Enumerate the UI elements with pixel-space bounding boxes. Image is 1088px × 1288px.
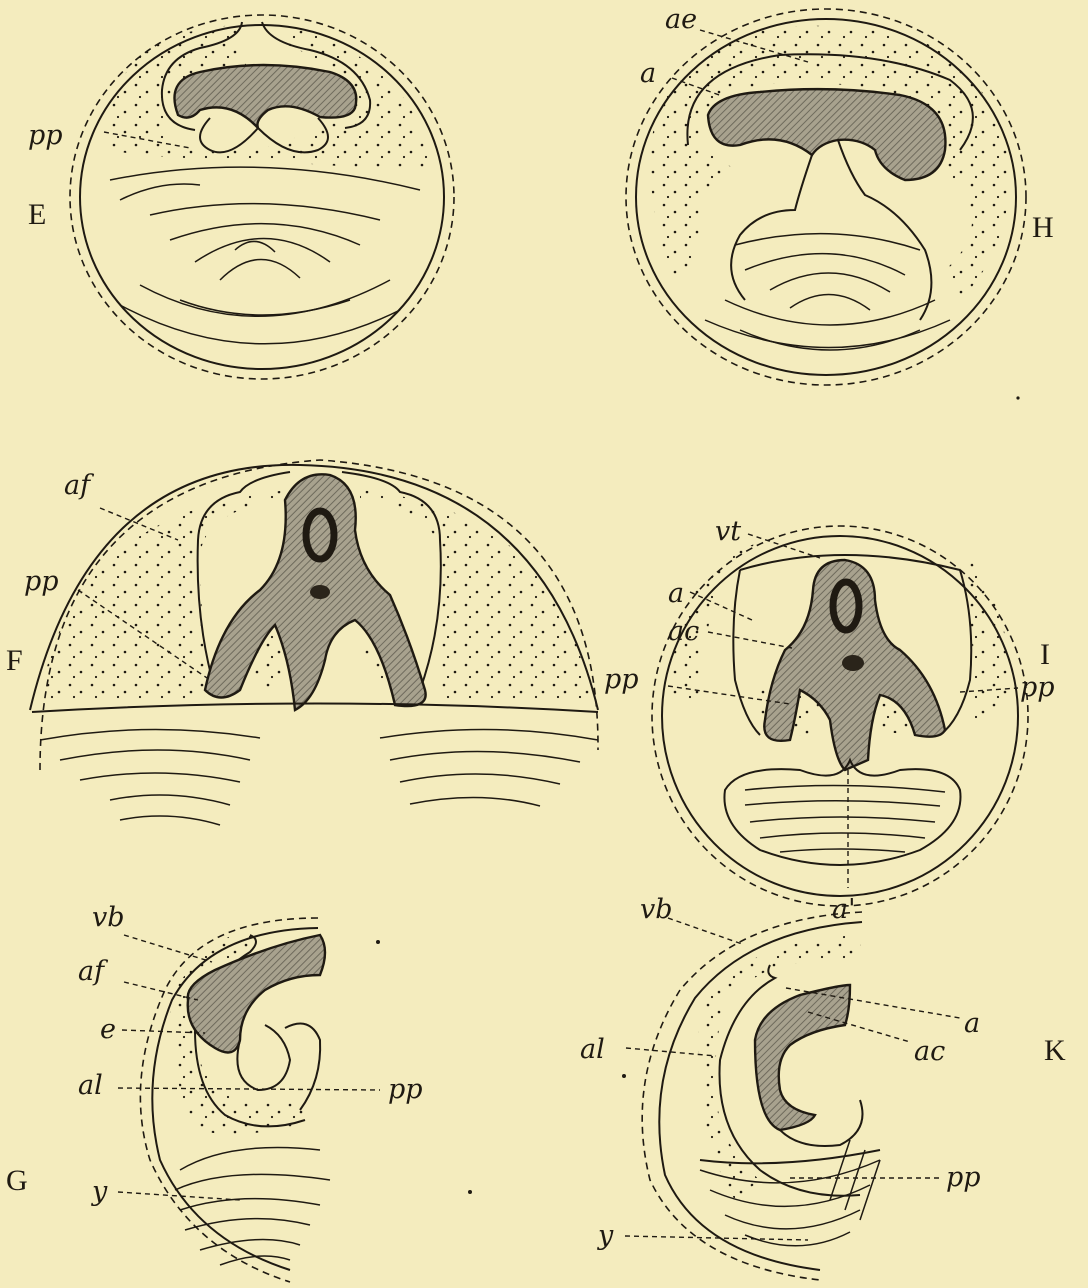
label-a: a (668, 578, 684, 609)
label-af: af (64, 470, 94, 501)
figure-h: ae a H (626, 4, 1054, 385)
speck (376, 940, 380, 944)
figure-letter-i: I (1040, 638, 1050, 671)
label-af: af (78, 956, 108, 987)
figure-k: vb a ac al pp y K (580, 894, 1066, 1280)
label-a: a (640, 58, 656, 89)
label-y: y (597, 1220, 614, 1251)
label-al: al (78, 1070, 103, 1101)
figure-letter-h: H (1032, 211, 1054, 244)
figure-letter-g: G (6, 1164, 28, 1197)
figure-letter-e: E (28, 198, 46, 231)
label-pp: pp (28, 120, 63, 151)
figure-f: af pp F (6, 460, 598, 825)
figure-e: pp E (28, 15, 454, 379)
label-a-prime: a' (832, 894, 856, 925)
label-pp-left: pp (604, 664, 639, 695)
label-al: al (580, 1034, 605, 1065)
label-y: y (91, 1176, 108, 1207)
speck (468, 1190, 472, 1194)
label-ae: ae (665, 4, 697, 35)
figure-letter-f: F (6, 644, 23, 677)
label-pp: pp (946, 1162, 981, 1193)
speck (622, 1074, 626, 1078)
figure-g: vb af e al pp y G (6, 902, 423, 1282)
label-a: a (964, 1008, 980, 1039)
label-ac: ac (668, 616, 699, 647)
label-pp-right: pp (1020, 672, 1055, 703)
label-pp: pp (388, 1074, 423, 1105)
speck (1016, 396, 1019, 399)
label-vt: vt (715, 516, 741, 547)
label-e: e (100, 1014, 116, 1045)
figure-i: vt a ac pp pp a' I (604, 516, 1055, 925)
label-pp: pp (24, 566, 59, 597)
label-vb: vb (92, 902, 125, 933)
label-ac: ac (914, 1036, 945, 1067)
label-vb: vb (640, 894, 673, 925)
figure-letter-k: K (1044, 1034, 1066, 1067)
